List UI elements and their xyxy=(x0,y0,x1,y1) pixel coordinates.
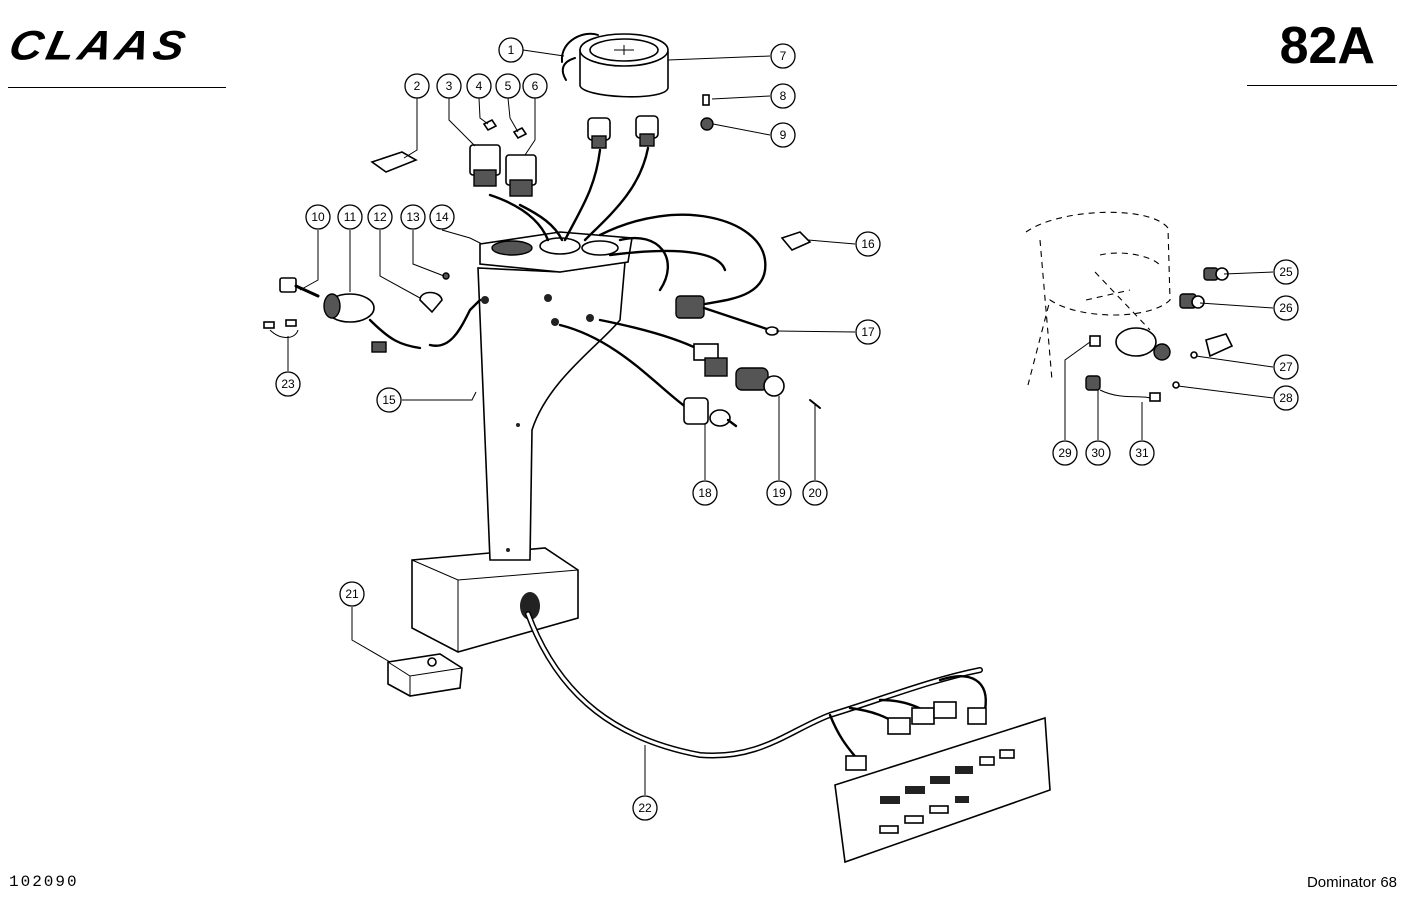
svg-text:22: 22 xyxy=(638,801,652,815)
callout-4: 4 xyxy=(466,73,492,99)
bulb xyxy=(702,94,710,106)
svg-text:14: 14 xyxy=(435,210,449,224)
svg-text:19: 19 xyxy=(772,486,786,500)
indicator-lamp-sockets xyxy=(587,115,659,149)
svg-text:21: 21 xyxy=(345,587,359,601)
callout-11: 11 xyxy=(337,204,363,230)
lighter-socket xyxy=(735,367,785,397)
callout-1: 1 xyxy=(498,37,524,63)
callout-26: 26 xyxy=(1273,295,1299,321)
svg-text:9: 9 xyxy=(780,128,787,142)
svg-text:29: 29 xyxy=(1058,446,1072,460)
svg-text:31: 31 xyxy=(1135,446,1149,460)
callout-12: 12 xyxy=(367,204,393,230)
svg-text:23: 23 xyxy=(281,377,295,391)
svg-text:2: 2 xyxy=(414,79,421,93)
page-number: 82A xyxy=(1279,17,1375,75)
callout-17: 17 xyxy=(855,319,881,345)
ignition-key-switch xyxy=(279,277,422,350)
main-cable-harness xyxy=(525,611,987,771)
svg-text:8: 8 xyxy=(780,89,787,103)
callout-15: 15 xyxy=(376,387,402,413)
svg-text:18: 18 xyxy=(698,486,712,500)
side-detail-view xyxy=(1025,211,1234,402)
callout-9: 9 xyxy=(770,122,796,148)
svg-text:10: 10 xyxy=(311,210,325,224)
callout-18: 18 xyxy=(692,480,718,506)
callout-21: 21 xyxy=(339,581,365,607)
callout-30: 30 xyxy=(1085,440,1111,466)
svg-text:28: 28 xyxy=(1279,391,1293,405)
callout-16: 16 xyxy=(855,231,881,257)
document-number: 102090 xyxy=(9,873,79,891)
callout-3: 3 xyxy=(436,73,462,99)
svg-text:3: 3 xyxy=(446,79,453,93)
instrument-gauge xyxy=(560,32,669,98)
plug-connector xyxy=(675,295,779,377)
leader-lines xyxy=(287,49,1274,795)
cable-terminals xyxy=(263,319,387,353)
svg-text:30: 30 xyxy=(1091,446,1105,460)
callout-10: 10 xyxy=(305,204,331,230)
callout-31: 31 xyxy=(1129,440,1155,466)
svg-text:26: 26 xyxy=(1279,301,1293,315)
svg-text:16: 16 xyxy=(861,237,875,251)
callout-23: 23 xyxy=(275,371,301,397)
svg-text:7: 7 xyxy=(780,49,787,63)
warning-lamp xyxy=(419,291,443,314)
callout-20: 20 xyxy=(802,480,828,506)
fuse-panel xyxy=(834,716,1051,864)
svg-text:15: 15 xyxy=(382,393,396,407)
callout-6: 6 xyxy=(522,73,548,99)
callout-8: 8 xyxy=(770,83,796,109)
svg-text:27: 27 xyxy=(1279,360,1293,374)
svg-text:6: 6 xyxy=(532,79,539,93)
svg-text:1: 1 xyxy=(508,43,515,57)
svg-text:13: 13 xyxy=(406,210,420,224)
callout-29: 29 xyxy=(1052,440,1078,466)
rotary-switch xyxy=(683,397,738,428)
svg-text:4: 4 xyxy=(476,79,483,93)
callout-7: 7 xyxy=(770,43,796,69)
wiring-bundle xyxy=(428,146,767,412)
model-name: Dominator 68 xyxy=(1306,874,1397,891)
callout-2: 2 xyxy=(404,73,430,99)
svg-text:20: 20 xyxy=(808,486,822,500)
svg-text:17: 17 xyxy=(861,325,875,339)
rocker-switches xyxy=(469,118,537,197)
cable-clamp xyxy=(780,231,812,251)
callout-28: 28 xyxy=(1273,385,1299,411)
callout-27: 27 xyxy=(1273,354,1299,380)
callout-25: 25 xyxy=(1273,259,1299,285)
callout-14: 14 xyxy=(429,204,455,230)
callout-19: 19 xyxy=(766,480,792,506)
svg-text:11: 11 xyxy=(344,210,357,224)
steering-column-housing xyxy=(411,231,633,653)
relay-box xyxy=(387,653,463,697)
svg-text:25: 25 xyxy=(1279,265,1293,279)
svg-text:12: 12 xyxy=(373,210,387,224)
header-rule-right xyxy=(1247,85,1397,86)
header-rule-left xyxy=(8,87,226,88)
callout-5: 5 xyxy=(495,73,521,99)
callout-13: 13 xyxy=(400,204,426,230)
callout-22: 22 xyxy=(632,795,658,821)
bulb-socket xyxy=(700,117,714,131)
svg-text:5: 5 xyxy=(505,79,512,93)
